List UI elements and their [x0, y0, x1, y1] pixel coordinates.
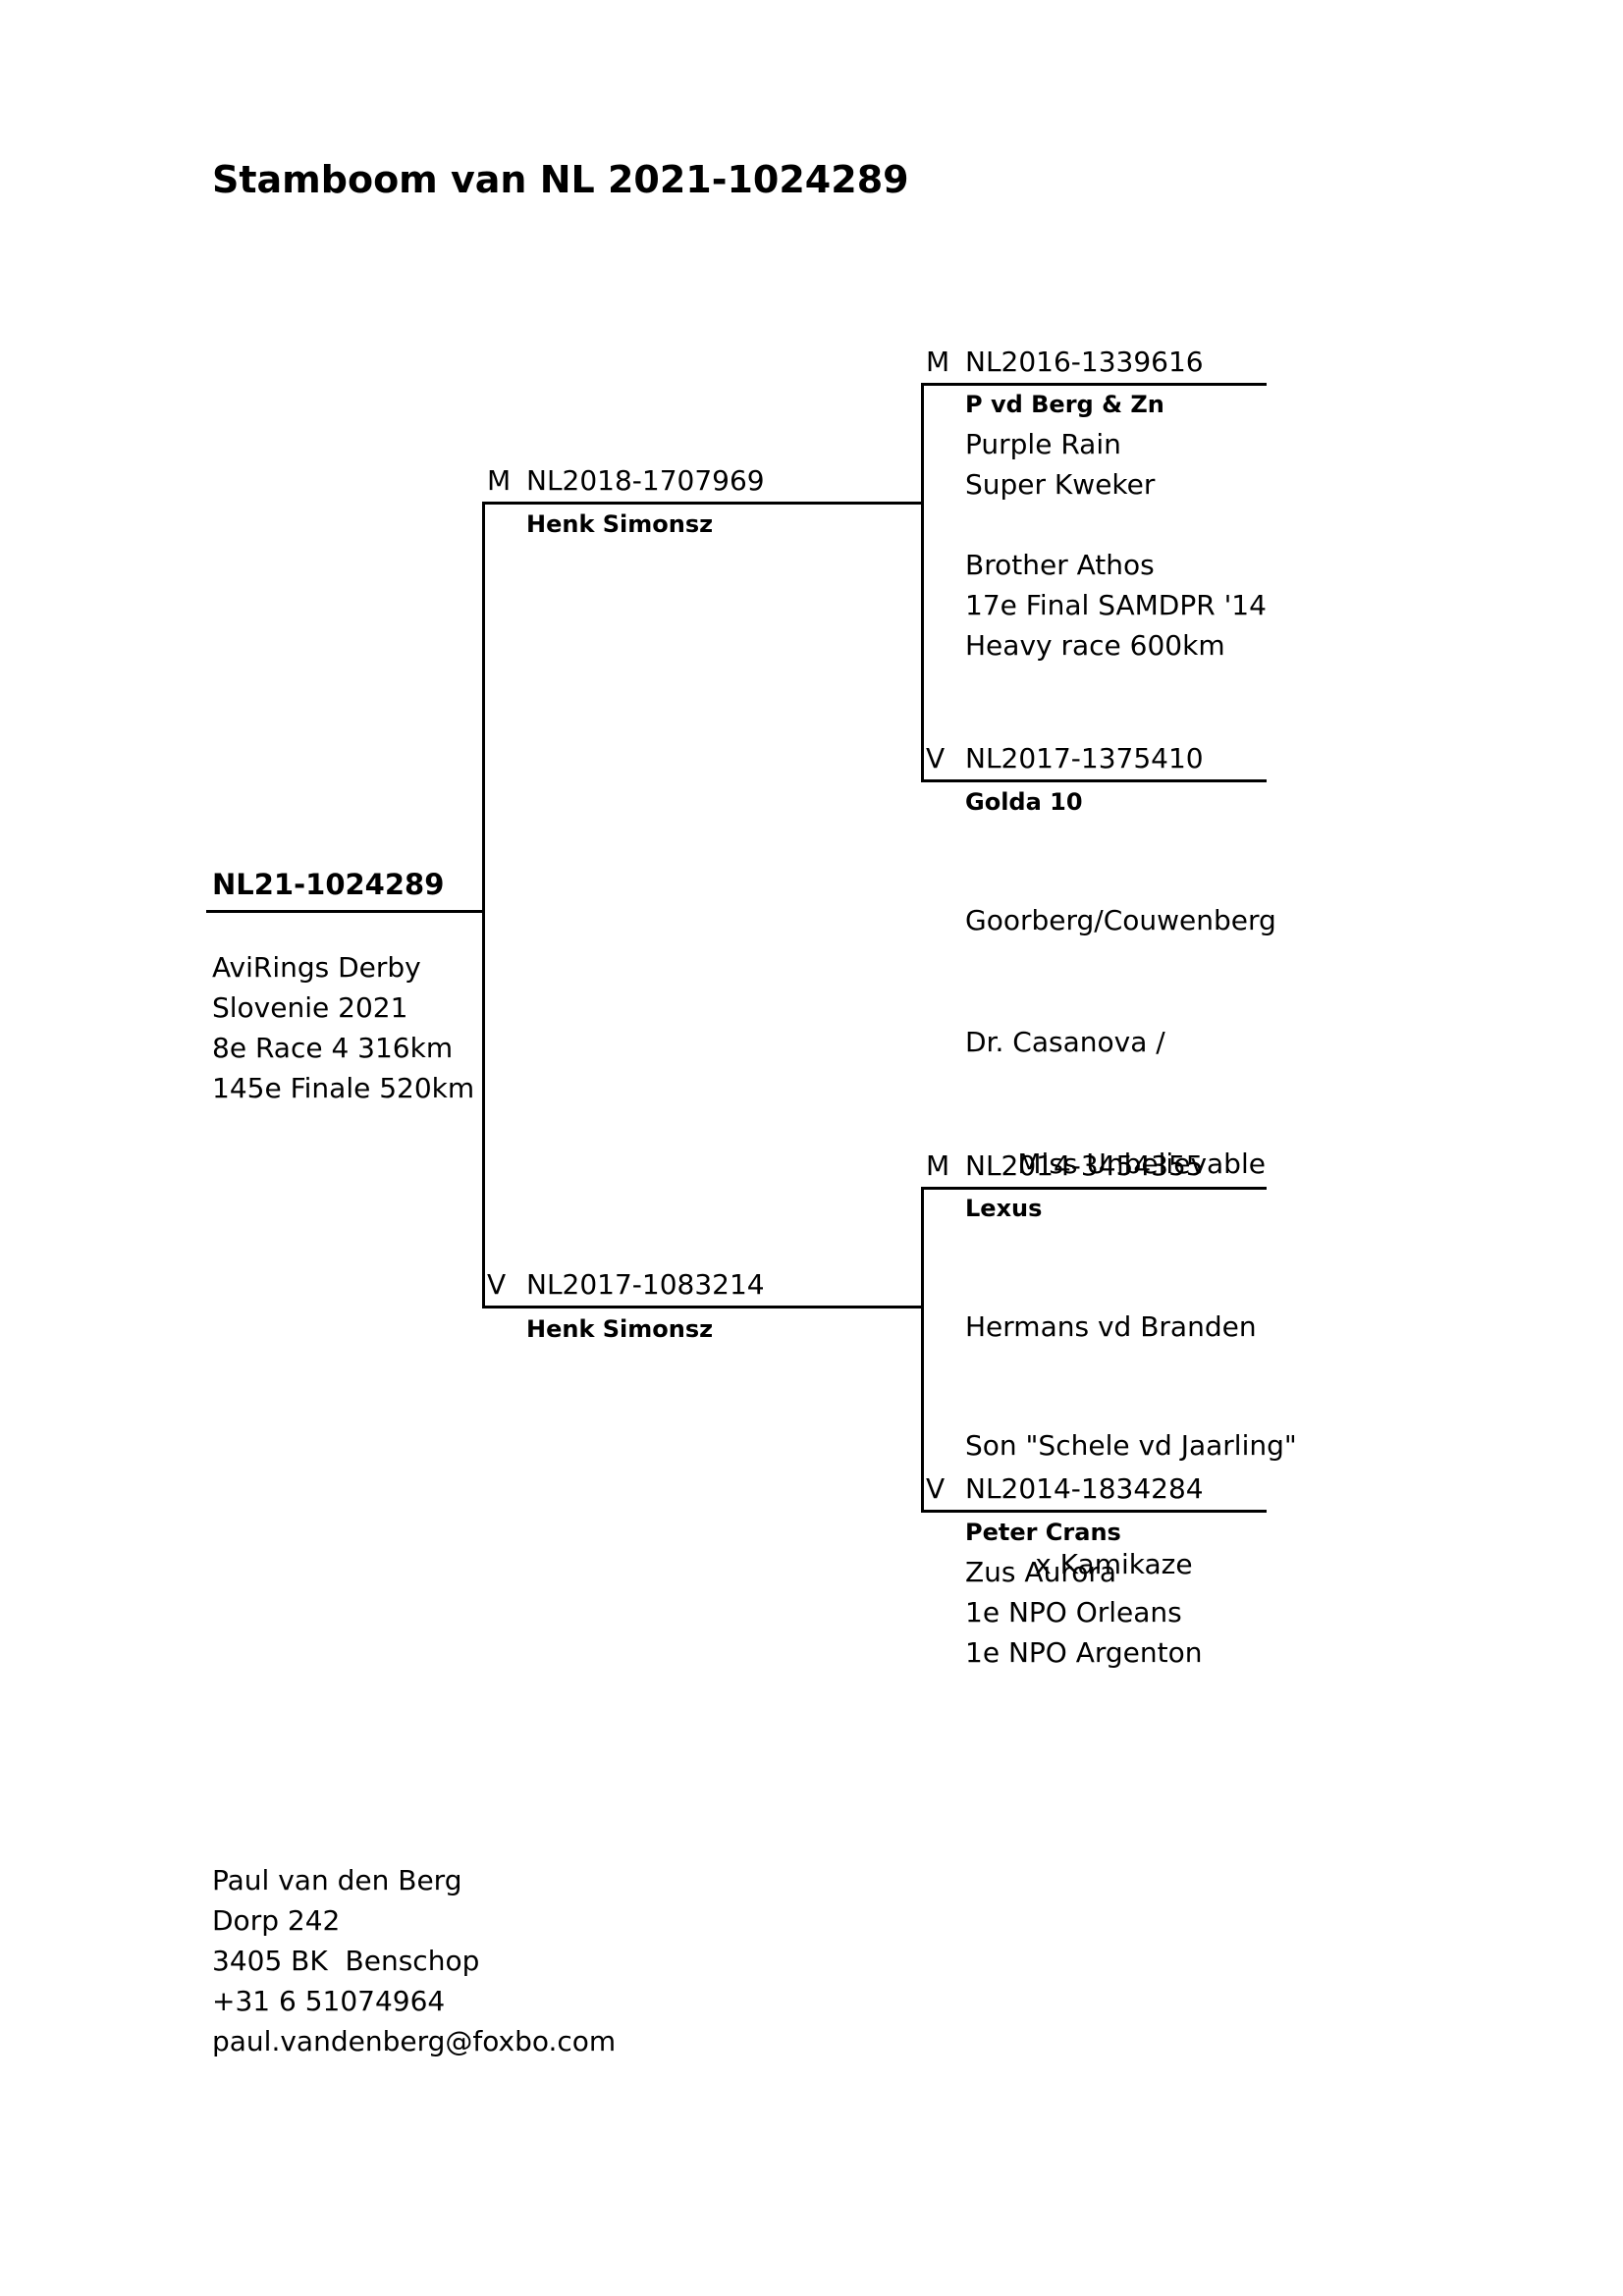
dam-sire-breeder: Lexus [965, 1195, 1043, 1222]
sire-dam-underline [921, 779, 1267, 782]
pedigree-note: Super Kweker [965, 468, 1156, 501]
dam-dam-sex: V [926, 1472, 946, 1505]
sire-dam-sex: V [926, 742, 946, 774]
gen1-vertical-connector [482, 502, 485, 1308]
subject-underline [206, 910, 485, 913]
dam-dam-ring-number: NL2014-1834284 [965, 1472, 1204, 1505]
sire-dam-header: V NL2017-1375410 [926, 739, 1260, 780]
sire-underline [482, 502, 923, 505]
dam-dam-notes: Zus Aurora 1e NPO Orleans 1e NPO Argento… [965, 1553, 1203, 1674]
pedigree-note: Brother Athos [965, 549, 1155, 581]
dam-sex: V [487, 1268, 507, 1301]
owner-city: 3405 BK Benschop [212, 1945, 480, 1977]
subject-line: 145e Finale 520km [212, 1072, 475, 1104]
sire-sire-sex: M [926, 346, 950, 378]
sire-sire-header: M NL2016-1339616 [926, 343, 1260, 384]
dam-vertical-connector [921, 1187, 924, 1513]
sire-sire-underline [921, 383, 1267, 386]
owner-email: paul.vandenberg@foxbo.com [212, 2025, 617, 2057]
sire-header: M NL2018-1707969 [487, 461, 919, 503]
owner-phone: +31 6 51074964 [212, 1985, 446, 2017]
pedigree-note: Son "Schele vd Jaarling" [965, 1429, 1297, 1462]
subject-line: AviRings Derby [212, 951, 421, 984]
pedigree-note: 1e NPO Argenton [965, 1636, 1203, 1669]
sire-breeder: Henk Simonsz [526, 510, 714, 538]
pedigree-note: Dr. Casanova / [965, 1026, 1165, 1058]
dam-dam-underline [921, 1510, 1267, 1513]
sire-dam-notes: Goorberg/Couwenberg Dr. Casanova / Miss … [965, 823, 1276, 1227]
subject-line: Slovenie 2021 [212, 991, 408, 1024]
dam-sire-notes: Hermans vd Branden Son "Schele vd Jaarli… [965, 1229, 1297, 1625]
pedigree-note: x Kamikaze [965, 1548, 1193, 1580]
pedigree-note: Zus Aurora [965, 1556, 1117, 1588]
sire-dam-ring-number: NL2017-1375410 [965, 742, 1204, 774]
page-title: Stamboom van NL 2021-1024289 [212, 158, 909, 201]
sire-sire-breeder: P vd Berg & Zn [965, 391, 1164, 418]
dam-dam-header: V NL2014-1834284 [926, 1469, 1260, 1511]
dam-breeder: Henk Simonsz [526, 1315, 714, 1343]
owner-name: Paul van den Berg [212, 1864, 462, 1896]
pedigree-note: Heavy race 600km [965, 629, 1225, 662]
dam-ring-number: NL2017-1083214 [526, 1268, 765, 1301]
pedigree-note: 1e NPO Orleans [965, 1596, 1182, 1629]
owner-contact-block: Paul van den Berg Dorp 242 3405 BK Bensc… [212, 1861, 616, 2062]
pedigree-note [965, 506, 1267, 546]
dam-sire-underline [921, 1187, 1267, 1190]
sire-sire-ring-number: NL2016-1339616 [965, 346, 1204, 378]
dam-header: V NL2017-1083214 [487, 1265, 919, 1307]
pedigree-note: Goorberg/Couwenberg [965, 904, 1276, 936]
dam-dam-breeder: Peter Crans [965, 1519, 1121, 1546]
dam-sire-header: M NL2014-3454355 [926, 1147, 1260, 1188]
pedigree-note: 17e Final SAMDPR '14 [965, 589, 1267, 621]
owner-street: Dorp 242 [212, 1904, 341, 1937]
dam-underline [482, 1306, 923, 1308]
sire-ring-number: NL2018-1707969 [526, 464, 765, 497]
sire-sire-notes: Purple Rain Super Kweker Brother Athos 1… [965, 425, 1267, 667]
sire-vertical-connector [921, 383, 924, 782]
subject-achievements: AviRings Derby Slovenie 2021 8e Race 4 3… [212, 948, 474, 1109]
sire-dam-breeder: Golda 10 [965, 788, 1083, 816]
dam-sire-ring-number: NL2014-3454355 [965, 1149, 1204, 1182]
pedigree-note: Purple Rain [965, 428, 1121, 460]
subject-ring-number: NL21-1024289 [212, 868, 445, 901]
pedigree-note: Miss Unbelievable [965, 1148, 1266, 1180]
dam-sire-sex: M [926, 1149, 950, 1182]
pedigree-note: Hermans vd Branden [965, 1310, 1257, 1343]
subject-line: 8e Race 4 316km [212, 1032, 454, 1064]
sire-sex: M [487, 464, 512, 497]
